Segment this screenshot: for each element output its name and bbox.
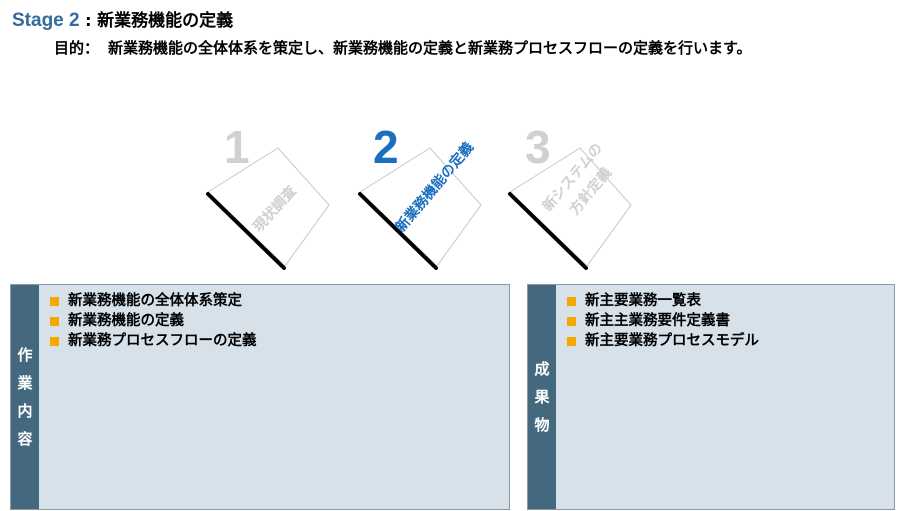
list-item-text: 新業務プロセスフローの定義: [68, 333, 257, 349]
side-char: 作: [17, 346, 33, 364]
step-2-card-edge: [358, 192, 438, 270]
step-2-number: 2: [373, 121, 399, 173]
step-1-card-edge: [206, 192, 286, 270]
purpose-text: 新業務機能の全体体系を策定し、新業務機能の定義と新業務プロセスフローの定義を行い…: [108, 39, 752, 57]
purpose-label: 目的：: [54, 39, 100, 57]
list-item-text: 新主要業務一覧表: [585, 293, 701, 309]
side-char: 容: [17, 430, 33, 448]
side-char: 物: [534, 416, 550, 434]
step-1-number: 1: [224, 121, 250, 173]
list-item-text: 新業務機能の定義: [68, 313, 184, 329]
step-1: 1 現状調査: [206, 121, 330, 270]
page-title: Stage 2 : 新業務機能の定義: [12, 6, 233, 32]
work-content-panel: 作 業 内 容 新業務機能の全体体系策定 新業務機能の定義 新業務プロセスフロー…: [10, 284, 510, 510]
list-item-text: 新業務機能の全体体系策定: [68, 293, 242, 309]
deliverables-list: 新主要業務一覧表 新主主業務要件定義書 新主要業務プロセスモデル: [565, 291, 759, 351]
step-3-number: 3: [525, 121, 551, 173]
list-item: 新業務機能の定義: [48, 311, 257, 331]
work-content-side-label: 作 業 内 容: [11, 285, 39, 509]
square-bullet-icon: [50, 337, 59, 346]
side-char: 成: [534, 360, 550, 378]
square-bullet-icon: [50, 297, 59, 306]
list-item-text: 新主要業務プロセスモデル: [585, 333, 759, 349]
square-bullet-icon: [567, 297, 576, 306]
step-diagram: 1 現状調査 2 新業務機能の定義 3 新システムの 方針定義: [206, 121, 632, 270]
square-bullet-icon: [50, 317, 59, 326]
step-3-card-edge: [508, 192, 588, 270]
stage-name: 新業務機能の定義: [97, 11, 234, 31]
deliverables-side-label: 成 果 物: [528, 285, 556, 509]
list-item: 新主要業務一覧表: [565, 291, 759, 311]
work-content-list: 新業務機能の全体体系策定 新業務機能の定義 新業務プロセスフローの定義: [48, 291, 257, 351]
list-item: 新主主業務要件定義書: [565, 311, 759, 331]
square-bullet-icon: [567, 337, 576, 346]
list-item: 新業務プロセスフローの定義: [48, 331, 257, 351]
stage-colon: :: [85, 11, 92, 30]
stage-label: Stage 2: [12, 10, 80, 31]
side-char: 果: [534, 388, 550, 406]
side-char: 内: [17, 402, 33, 420]
deliverables-panel: 成 果 物 新主要業務一覧表 新主主業務要件定義書 新主要業務プロセスモデル: [527, 284, 895, 510]
list-item: 新主要業務プロセスモデル: [565, 331, 759, 351]
step-3: 3 新システムの 方針定義: [508, 121, 632, 270]
list-item: 新業務機能の全体体系策定: [48, 291, 257, 311]
side-char: 業: [17, 374, 33, 392]
square-bullet-icon: [567, 317, 576, 326]
list-item-text: 新主主業務要件定義書: [585, 313, 730, 329]
step-2: 2 新業務機能の定義: [358, 121, 482, 270]
